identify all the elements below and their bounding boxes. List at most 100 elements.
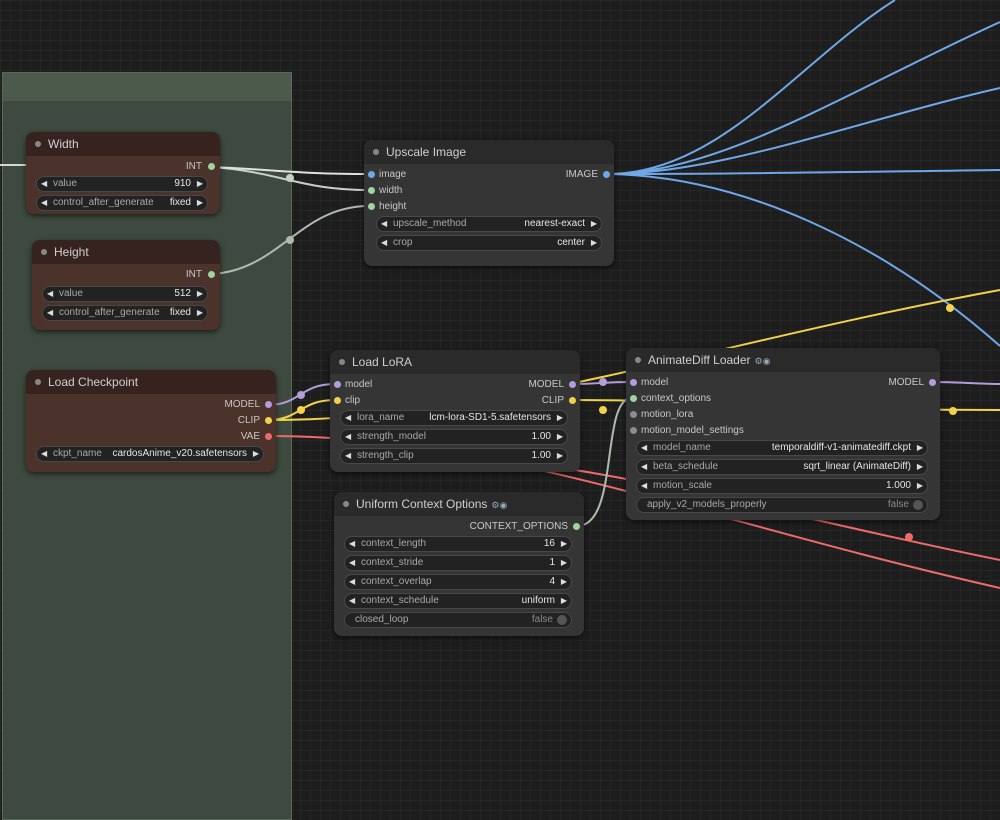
increment-arrow-icon[interactable]: ▶: [560, 596, 567, 605]
node-title-bar[interactable]: AnimateDiff Loader⚙◉: [626, 348, 940, 372]
toggle-knob-icon[interactable]: [913, 500, 923, 510]
link-midpoint[interactable]: [286, 236, 294, 244]
increment-arrow-icon[interactable]: ▶: [252, 449, 259, 458]
input-slot-motion-lora[interactable]: [630, 411, 637, 418]
decrement-arrow-icon[interactable]: ◀: [349, 596, 356, 605]
toggle-knob-icon[interactable]: [557, 615, 567, 625]
load-checkpoint-node[interactable]: Load Checkpoint MODEL CLIP VAE ◀ckpt_nam…: [26, 370, 276, 472]
group-title-bar[interactable]: [3, 73, 291, 101]
link-midpoint[interactable]: [949, 407, 957, 415]
link-midpoint[interactable]: [297, 391, 305, 399]
input-slot-image[interactable]: [368, 171, 375, 178]
decrement-arrow-icon[interactable]: ◀: [41, 198, 48, 207]
link-anim-model-out[interactable]: [931, 381, 1000, 385]
decrement-arrow-icon[interactable]: ◀: [41, 179, 48, 188]
decrement-arrow-icon[interactable]: ◀: [641, 443, 648, 452]
link-midpoint[interactable]: [946, 304, 954, 312]
node-title-bar[interactable]: Upscale Image: [364, 140, 614, 164]
decrement-arrow-icon[interactable]: ◀: [381, 238, 388, 247]
increment-arrow-icon[interactable]: ▶: [556, 451, 563, 460]
collapse-dot-icon[interactable]: [35, 379, 41, 385]
load-lora-node[interactable]: Load LoRA model clip MODEL CLIP ◀lora_na…: [330, 350, 580, 472]
link-width-to-image[interactable]: [211, 166, 370, 175]
increment-arrow-icon[interactable]: ▶: [196, 308, 203, 317]
collapse-dot-icon[interactable]: [343, 501, 349, 507]
collapse-dot-icon[interactable]: [635, 357, 641, 363]
animatediff-loader-node[interactable]: AnimateDiff Loader⚙◉ model context_optio…: [626, 348, 940, 520]
collapse-dot-icon[interactable]: [339, 359, 345, 365]
link-context[interactable]: [576, 397, 633, 527]
increment-arrow-icon[interactable]: ▶: [196, 289, 203, 298]
output-slot-image[interactable]: [603, 171, 610, 178]
uniform-context-options-node[interactable]: Uniform Context Options⚙◉ CONTEXT_OPTION…: [334, 492, 584, 636]
output-slot-model[interactable]: [929, 379, 936, 386]
node-title-bar[interactable]: Width: [26, 132, 220, 156]
input-slot-width[interactable]: [368, 187, 375, 194]
link-midpoint[interactable]: [286, 174, 294, 182]
collapse-dot-icon[interactable]: [35, 141, 41, 147]
node-title-bar[interactable]: Uniform Context Options⚙◉: [334, 492, 584, 516]
decrement-arrow-icon[interactable]: ◀: [349, 577, 356, 586]
link-image-4[interactable]: [607, 169, 1000, 175]
decrement-arrow-icon[interactable]: ◀: [345, 451, 352, 460]
link-midpoint[interactable]: [599, 406, 607, 414]
increment-arrow-icon[interactable]: ▶: [556, 432, 563, 441]
decrement-arrow-icon[interactable]: ◀: [47, 289, 54, 298]
decrement-arrow-icon[interactable]: ◀: [641, 462, 648, 471]
output-slot-int[interactable]: [208, 271, 215, 278]
increment-arrow-icon[interactable]: ▶: [916, 462, 923, 471]
output-slot-clip[interactable]: [569, 397, 576, 404]
input-slot-height[interactable]: [368, 203, 375, 210]
decrement-arrow-icon[interactable]: ◀: [641, 481, 648, 490]
link-image-1[interactable]: [607, 0, 896, 175]
link-midpoint[interactable]: [599, 378, 607, 386]
collapse-dot-icon[interactable]: [41, 249, 47, 255]
output-slot-model[interactable]: [265, 401, 272, 408]
increment-arrow-icon[interactable]: ▶: [916, 481, 923, 490]
increment-arrow-icon[interactable]: ▶: [560, 539, 567, 548]
input-slot-clip[interactable]: [334, 397, 341, 404]
output-slot-int[interactable]: [208, 163, 215, 170]
increment-arrow-icon[interactable]: ▶: [590, 219, 597, 228]
node-title-bar[interactable]: Height: [32, 240, 220, 264]
node-title-bar[interactable]: Load LoRA: [330, 350, 580, 374]
increment-arrow-icon[interactable]: ▶: [560, 558, 567, 567]
input-slot-motion-model-settings[interactable]: [630, 427, 637, 434]
increment-arrow-icon[interactable]: ▶: [556, 413, 563, 422]
decrement-arrow-icon[interactable]: ◀: [41, 449, 48, 458]
link-midpoint[interactable]: [905, 533, 913, 541]
output-slot-clip[interactable]: [265, 417, 272, 424]
input-slot-context-options[interactable]: [630, 395, 637, 402]
node-title-bar[interactable]: Load Checkpoint: [26, 370, 276, 394]
decrement-arrow-icon[interactable]: ◀: [349, 539, 356, 548]
link-image-2[interactable]: [607, 21, 1000, 175]
link-image-3[interactable]: [607, 87, 1000, 175]
decrement-arrow-icon[interactable]: ◀: [345, 432, 352, 441]
increment-arrow-icon[interactable]: ▶: [560, 577, 567, 586]
decrement-arrow-icon[interactable]: ◀: [381, 219, 388, 228]
output-slot-vae[interactable]: [265, 433, 272, 440]
input-slot-model[interactable]: [630, 379, 637, 386]
link-midpoint[interactable]: [297, 406, 305, 414]
link-image-5[interactable]: [607, 173, 1000, 347]
upscale-image-node[interactable]: Upscale Image image width height IMAGE ◀…: [364, 140, 614, 266]
output-slot-context-options[interactable]: [573, 523, 580, 530]
decrement-arrow-icon[interactable]: ◀: [345, 413, 352, 422]
